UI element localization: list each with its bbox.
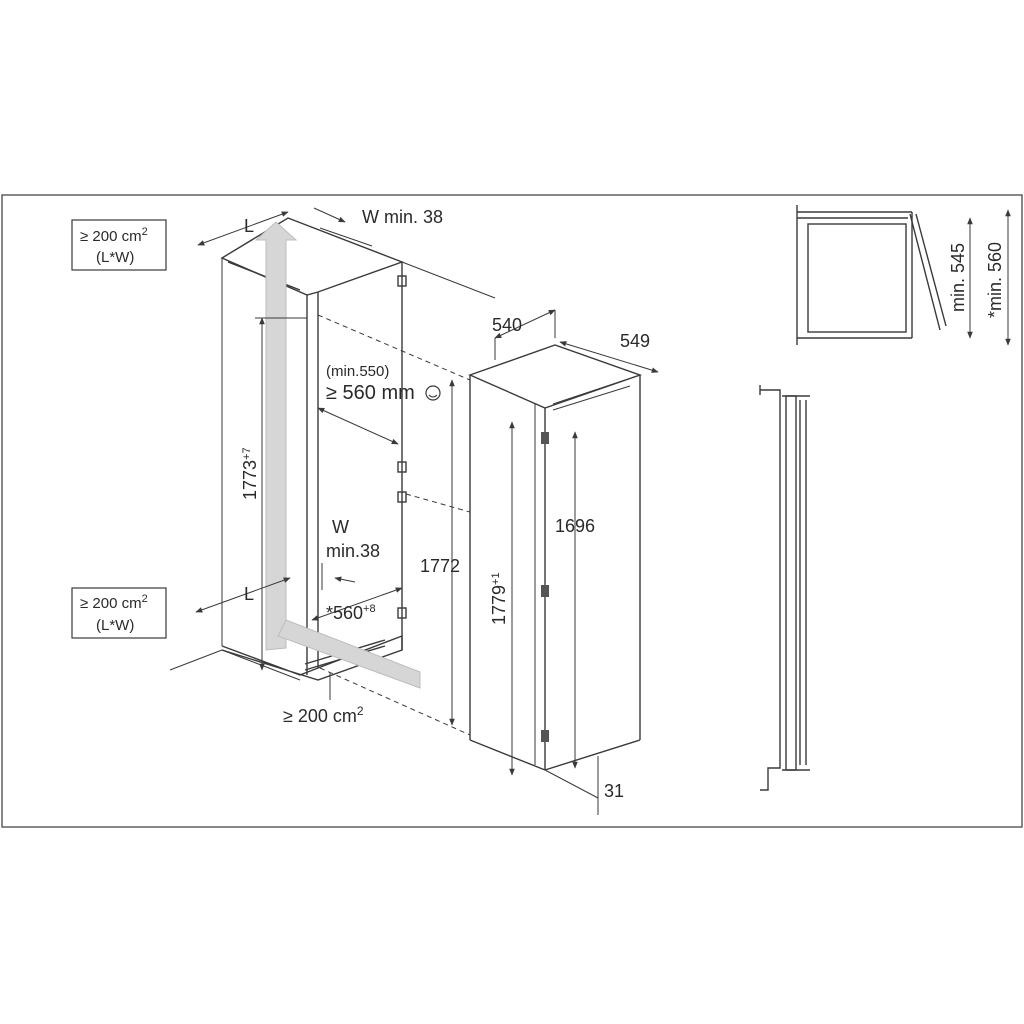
top-l-label: L bbox=[244, 216, 254, 236]
height-1696-label: 1696 bbox=[555, 516, 595, 536]
side-profile-drawing bbox=[759, 385, 810, 791]
gap-31-label: 31 bbox=[604, 781, 624, 801]
height-1772-label: 1772 bbox=[420, 556, 460, 576]
w-bottom-label: W bbox=[332, 517, 349, 537]
svg-text:(L*W): (L*W) bbox=[96, 617, 134, 634]
width-560-label: *560+8 bbox=[326, 603, 376, 623]
top-view-drawing bbox=[796, 205, 947, 345]
width-549-label: 549 bbox=[620, 331, 650, 351]
depth-540-label: 540 bbox=[492, 315, 522, 335]
min-550-label: (min.550) bbox=[326, 363, 389, 380]
vent-box-bottom: ≥ 200 cm2 (L*W) bbox=[71, 587, 167, 639]
smiley-icon bbox=[425, 385, 441, 401]
diagram-frame bbox=[1, 194, 1023, 828]
svg-text:(L*W): (L*W) bbox=[96, 249, 134, 266]
min-560-label: *min. 560 bbox=[985, 242, 1005, 318]
bottom-l-label: L bbox=[244, 584, 254, 604]
height-1779-label: 1779+1 bbox=[489, 572, 509, 625]
w-min-top-label: W min. 38 bbox=[362, 207, 443, 227]
niche-drawing bbox=[169, 217, 471, 736]
svg-text:≥ 200 cm2: ≥ 200 cm2 bbox=[80, 226, 148, 245]
w-bottom-min-label: min.38 bbox=[326, 541, 380, 561]
depth-560-label: ≥ 560 mm bbox=[326, 382, 415, 404]
min-545-label: min. 545 bbox=[948, 243, 968, 312]
svg-text:≥ 200 cm2: ≥ 200 cm2 bbox=[80, 593, 148, 612]
appliance-drawing bbox=[468, 344, 643, 771]
niche-height-label: 1773+7 bbox=[240, 447, 260, 500]
vent-box-top: ≥ 200 cm2 (L*W) bbox=[71, 219, 167, 271]
floor-vent-label: ≥ 200 cm2 bbox=[283, 704, 364, 726]
